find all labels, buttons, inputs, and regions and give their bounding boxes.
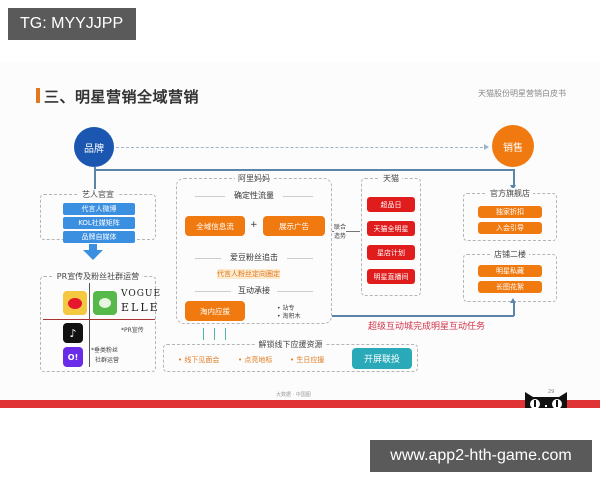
alimama-box: 阿里妈妈 确定性流量 全域信息流 + 展示广告 爱豆粉丝追击 代言人粉丝定向圈定… [176, 173, 332, 324]
weibo-logo-icon [63, 291, 87, 315]
bullet-1: • 站专 [277, 305, 295, 312]
arrow-up-small [203, 328, 204, 340]
splash-ad-button[interactable]: 开屏联投 [352, 348, 412, 369]
sales-circle: 销售 [492, 125, 534, 167]
super-interaction-caption: 超级互动城完成明星互动任务 [368, 322, 486, 332]
slide-footer: 大数据 · 中国图 [276, 392, 311, 398]
fan-targeting-highlight: 代言人粉丝定向圈定 [217, 269, 280, 279]
page-number: 29 [548, 389, 555, 395]
tmall-cat-icon [525, 392, 567, 408]
tmall-label: 天猫 [380, 173, 402, 184]
offline-label: 解锁线下应援资源 [255, 339, 326, 350]
brand-label: 品牌 [84, 143, 104, 155]
tmall-item-2[interactable]: 天猫全明星 [367, 221, 415, 236]
arrow-up-icon [510, 298, 516, 303]
flow-line-down [94, 167, 96, 189]
app-logo-icon: O! [63, 347, 83, 367]
wechat-logo-icon [93, 291, 117, 315]
feed-ads-button[interactable]: 全域信息流 [185, 216, 245, 236]
joint-text-2: 造势 [334, 231, 347, 240]
tmall-item-3[interactable]: 星店计划 [367, 245, 415, 260]
tmall-item-1[interactable]: 超品日 [367, 197, 415, 212]
store-2f-item-2[interactable]: 长图花絮 [478, 281, 542, 293]
arrow-up-small [214, 328, 215, 340]
bullet-2: • 淘积木 [277, 313, 301, 320]
quadrant-vertical [89, 283, 90, 367]
slide-subtitle: 天猫股份明星营销白皮书 [478, 89, 566, 98]
pr-label: PR宣传及粉丝社群运营 [53, 271, 143, 282]
tmall-item-4[interactable]: 明星直播间 [367, 269, 415, 284]
store-second-floor-box: 店铺二楼 明星私藏 长图花絮 [463, 249, 557, 302]
offline-item-1: • 线下见面会 [178, 356, 220, 364]
official-store-box: 官方旗舰店 独家折扣 入会引导 [463, 188, 557, 241]
title-accent-bar [36, 88, 40, 103]
section-fan-chase: 爱豆粉丝追击 [221, 252, 287, 263]
artist-item-1[interactable]: 代言人微博 [63, 203, 135, 215]
arrow-up-small [225, 328, 226, 340]
arrow-down-blue-icon [83, 250, 103, 260]
arrow-down-icon [510, 185, 516, 190]
artist-item-3[interactable]: 品牌自媒体 [63, 231, 135, 243]
store-2f-label: 店铺二楼 [491, 249, 529, 260]
vogue-text: VOGUE [121, 289, 162, 299]
pr-box: PR宣传及粉丝社群运营 VOGUE ELLE ♪ *PR宣传 O! *垂类粉丝 … [40, 271, 160, 372]
footer-red-band [0, 400, 600, 408]
joint-text-1: 联合 [334, 222, 347, 231]
artist-announce-box: 艺人官宣 代言人微博 KOL社媒矩阵 品牌自媒体 [40, 189, 156, 243]
artist-label: 艺人官宣 [79, 189, 117, 200]
taobao-support-button[interactable]: 淘内应援 [185, 301, 245, 321]
tmall-box: 天猫 超品日 天猫全明星 星店计划 明星直播间 [361, 173, 421, 296]
slide-title: 三、明星营销全域营销 [44, 88, 200, 106]
arrow-right-icon [484, 144, 489, 150]
section-deterministic-traffic: 确定性流量 [225, 190, 283, 201]
brand-circle: 品牌 [74, 127, 114, 167]
brand-to-sales-connector [116, 147, 488, 148]
display-ads-button[interactable]: 展示广告 [263, 216, 325, 236]
flow-line-bottom [332, 315, 514, 317]
artist-item-2[interactable]: KOL社媒矩阵 [63, 217, 135, 229]
official-store-label: 官方旗舰店 [487, 188, 533, 199]
flow-line-top [94, 169, 514, 171]
douyin-logo-icon: ♪ [63, 323, 83, 343]
watermark-top-left: TG: MYYJJPP [8, 8, 136, 40]
section-interaction: 互动承接 [231, 285, 277, 296]
store-item-2[interactable]: 入会引导 [478, 222, 542, 234]
elle-text: ELLE [121, 301, 160, 314]
store-item-1[interactable]: 独家折扣 [478, 206, 542, 218]
arrow-down-shaft [89, 244, 97, 250]
sales-label: 销售 [503, 142, 523, 154]
offline-item-2: • 点亮地标 [238, 356, 273, 364]
flow-line-up [513, 302, 515, 316]
fan-note-1: *垂类粉丝 [91, 347, 119, 354]
offline-resources-box: 解锁线下应援资源 • 线下见面会 • 点亮地标 • 生日应援 [163, 339, 418, 372]
watermark-bottom-right: www.app2-hth-game.com [370, 440, 592, 472]
plus-sign: + [250, 220, 258, 230]
fan-note-2: 社群运营 [95, 357, 120, 364]
alimama-label: 阿里妈妈 [235, 173, 273, 184]
quadrant-horizontal [43, 319, 155, 320]
pr-note: *PR宣传 [121, 327, 144, 334]
offline-item-3: • 生日应援 [290, 356, 325, 364]
store-2f-item-1[interactable]: 明星私藏 [478, 265, 542, 277]
flow-line-right-down [513, 169, 515, 187]
